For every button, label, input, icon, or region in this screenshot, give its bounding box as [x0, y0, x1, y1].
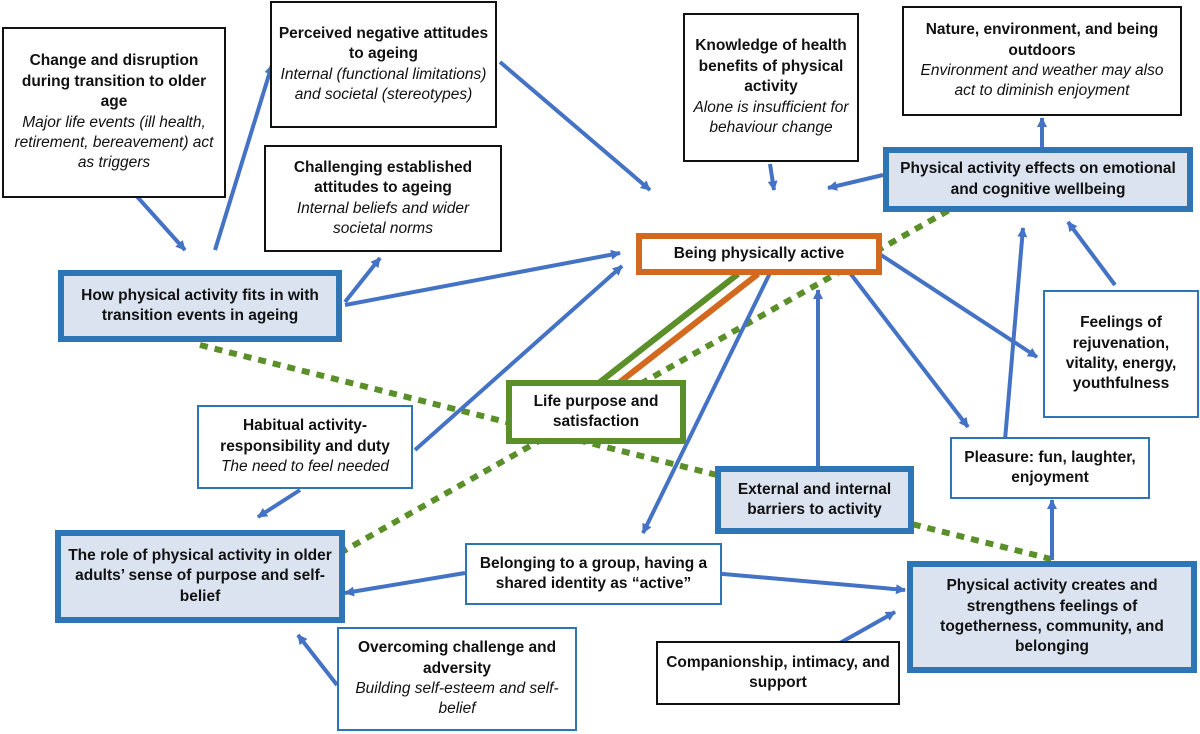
- arrow-fits-to-active: [344, 249, 621, 307]
- arrow-feelings-to-effects: [1066, 220, 1117, 287]
- arrow-fits-to-negative: [213, 64, 275, 251]
- arrow-active-to-pleasure: [848, 271, 970, 429]
- node-overcoming: Overcoming challenge and adversity Build…: [337, 627, 577, 731]
- arrow-habitual-to-active: [413, 264, 624, 452]
- arrow-overcoming-to-role: [296, 633, 339, 687]
- node-nature: Nature, environment, and being outdoors …: [902, 6, 1182, 116]
- arrow-active-to-feelings: [876, 251, 1039, 359]
- node-being-active: Being physically active: [636, 233, 882, 275]
- node-challenging-attitudes: Challenging established attitudes to age…: [264, 145, 502, 252]
- node-knowledge-benefits: Knowledge of health benefits of physical…: [683, 13, 859, 162]
- arrow-companionship-to-togetherness: [839, 610, 896, 645]
- arrow-active-to-belonging: [641, 272, 772, 534]
- link-orange: [618, 271, 760, 385]
- dotted-line-left: [199, 342, 1056, 563]
- node-belonging-group: Belonging to a group, having a shared id…: [465, 543, 722, 605]
- node-change-disruption: Change and disruption during transition …: [2, 27, 226, 198]
- arrow-belonging-to-role: [344, 571, 466, 597]
- arrow-fits-to-challenging: [343, 256, 382, 304]
- node-companionship: Companionship, intimacy, and support: [656, 641, 900, 705]
- node-pleasure: Pleasure: fun, laughter, enjoyment: [950, 437, 1150, 499]
- arrow-belonging-to-togetherness: [711, 571, 906, 595]
- node-negative-attitudes: Perceived negative attitudes to ageing I…: [270, 1, 497, 128]
- arrow-pleasure-to-effects: [1003, 227, 1028, 441]
- link-green: [598, 271, 740, 385]
- node-life-purpose: Life purpose and satisfaction: [506, 380, 686, 444]
- node-habitual: Habitual activity- responsibility and du…: [197, 405, 413, 489]
- node-fits-transition: How physical activity fits in with trans…: [58, 270, 342, 342]
- node-barriers: External and internal barriers to activi…: [715, 466, 914, 534]
- arrow-effects-to-active: [827, 173, 884, 191]
- node-pa-effects: Physical activity effects on emotional a…: [883, 147, 1193, 212]
- arrow-negative-to-active: [498, 60, 652, 192]
- node-togetherness: Physical activity creates and strengthen…: [907, 561, 1197, 673]
- arrow-knowledge-to-active: [767, 163, 778, 191]
- arrow-habitual-to-role: [256, 488, 302, 519]
- node-feelings-rejuvenation: Feelings of rejuvenation, vitality, ener…: [1043, 290, 1199, 418]
- arrows: [113, 60, 1117, 687]
- node-role-purpose: The role of physical activity in older a…: [55, 530, 345, 623]
